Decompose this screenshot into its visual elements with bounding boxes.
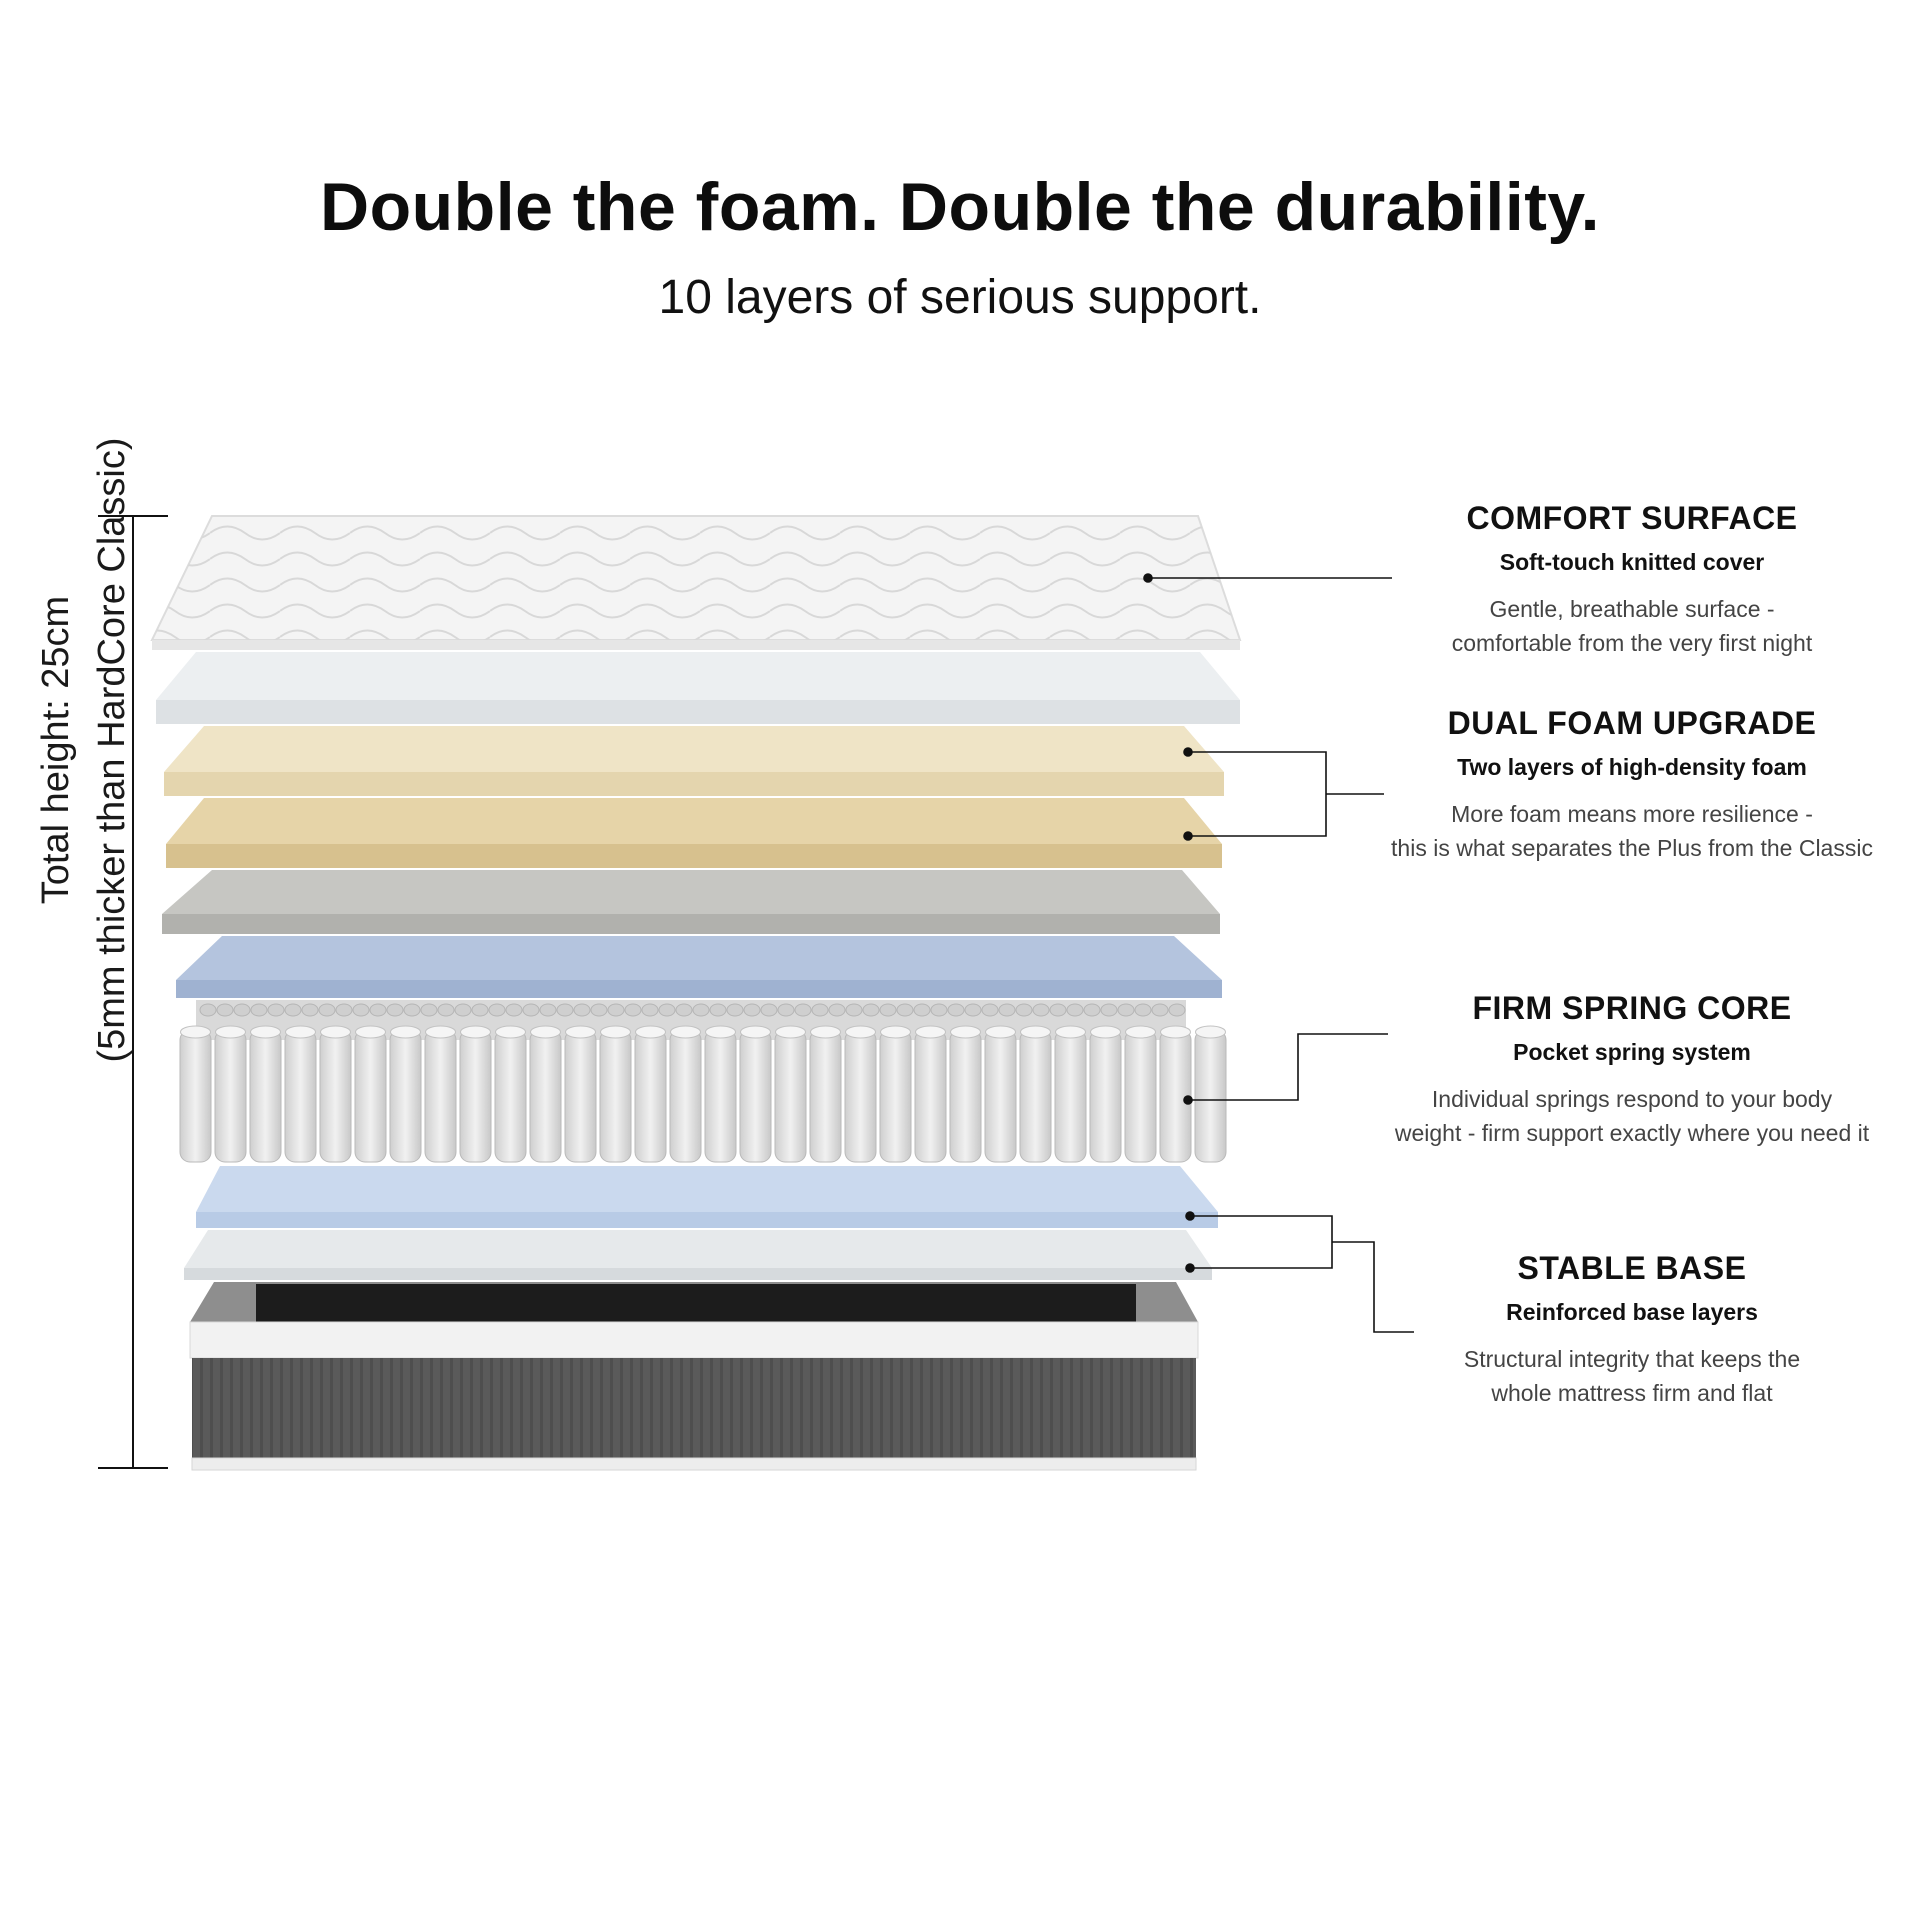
callout-subtitle: Soft-touch knitted cover (1499, 549, 1765, 575)
callout-firm-spring-core: FIRM SPRING CORE Pocket spring system In… (1322, 990, 1920, 1150)
callout-title: COMFORT SURFACE (1466, 500, 1798, 536)
callout-description-line: this is what separates the Plus from the… (1391, 835, 1873, 861)
leader-lines (1143, 573, 1414, 1333)
callout-description-line: Individual springs respond to your body (1431, 1086, 1833, 1112)
layer-blue-felt-lower (196, 1166, 1218, 1228)
callout-subtitle: Pocket spring system (1513, 1039, 1751, 1065)
layer-blue-felt-upper (176, 936, 1222, 998)
height-dimension-bar (98, 515, 168, 1469)
headline: Double the foam. Double the durability. (319, 169, 1601, 245)
callout-description-line: weight - firm support exactly where you … (1394, 1120, 1870, 1146)
callout-stable-base: STABLE BASE Reinforced base layers Struc… (1322, 1250, 1920, 1410)
callout-subtitle: Two layers of high-density foam (1457, 754, 1807, 780)
callout-description-line: Structural integrity that keeps the (1463, 1346, 1801, 1372)
callout-description: Gentle, breathable surface - comfortable… (1322, 592, 1920, 660)
callout-subtitle: Reinforced base layers (1506, 1299, 1758, 1325)
layer-cream-foam (164, 726, 1224, 796)
callout-title: DUAL FOAM UPGRADE (1447, 705, 1817, 741)
callout-dual-foam-upgrade: DUAL FOAM UPGRADE Two layers of high-den… (1322, 705, 1920, 865)
subheadline: 10 layers of serious support. (658, 271, 1262, 324)
layer-gray-foam (156, 652, 1240, 724)
callout-comfort-surface: COMFORT SURFACE Soft-touch knitted cover… (1322, 500, 1920, 660)
callout-description: More foam means more resilience - this i… (1322, 797, 1920, 865)
layer-gray-felt (162, 870, 1220, 934)
callout-title: STABLE BASE (1517, 1250, 1747, 1286)
layer-tan-foam (166, 798, 1222, 868)
layer-white-felt (184, 1230, 1212, 1280)
layer-base (189, 1282, 1199, 1471)
callout-title: FIRM SPRING CORE (1472, 990, 1792, 1026)
callout-description: Structural integrity that keeps the whol… (1322, 1342, 1920, 1410)
layer-comfort-cover (150, 515, 1242, 650)
callout-description: Individual springs respond to your body … (1322, 1082, 1920, 1150)
layer-pocket-springs (179, 1000, 1227, 1163)
callout-description-line: whole mattress firm and flat (1491, 1380, 1773, 1406)
callout-description-line: Gentle, breathable surface - (1489, 596, 1775, 622)
callout-description-line: comfortable from the very first night (1451, 630, 1813, 656)
callout-description-line: More foam means more resilience - (1451, 801, 1813, 827)
